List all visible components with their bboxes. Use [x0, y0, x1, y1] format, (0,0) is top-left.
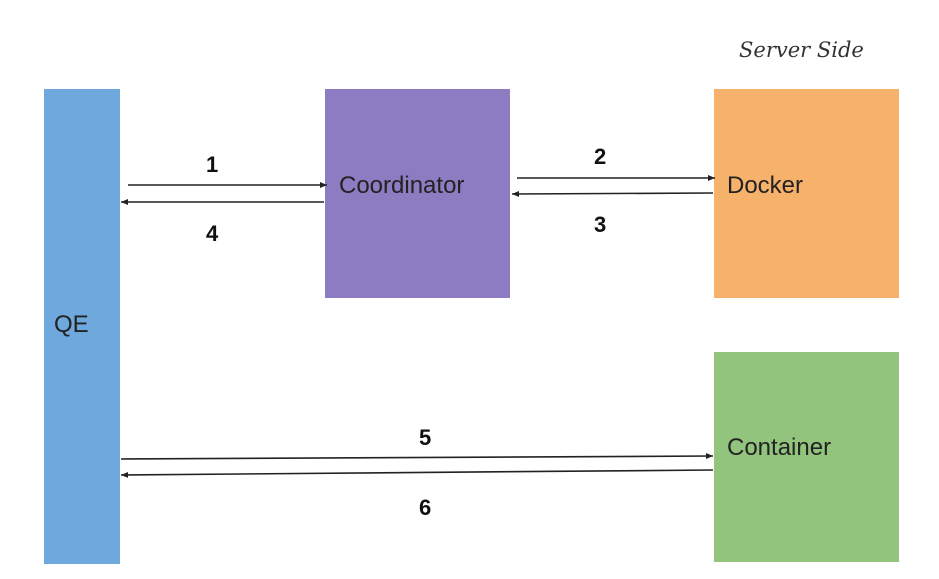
- edge-label-1: 1: [206, 152, 219, 177]
- arrow-3: [511, 190, 714, 197]
- docker-label: Docker: [727, 172, 804, 199]
- edge-label-5: 5: [419, 425, 432, 450]
- arrow-6: [120, 469, 714, 478]
- docker-box: [714, 89, 899, 298]
- edge-label-2: 2: [594, 144, 607, 169]
- container-label: Container: [727, 434, 832, 461]
- edge-label-4: 4: [206, 221, 219, 246]
- arrow-5: [120, 453, 714, 460]
- edge-label-6: 6: [419, 495, 432, 520]
- coordinator-box: [325, 89, 510, 298]
- edge-label-3: 3: [594, 212, 607, 237]
- server-side-label: Server Side: [739, 38, 864, 62]
- container-box: [714, 352, 899, 562]
- qe-box: [44, 89, 120, 564]
- qe-label: QE: [54, 311, 89, 338]
- coordinator-label: Coordinator: [339, 172, 465, 199]
